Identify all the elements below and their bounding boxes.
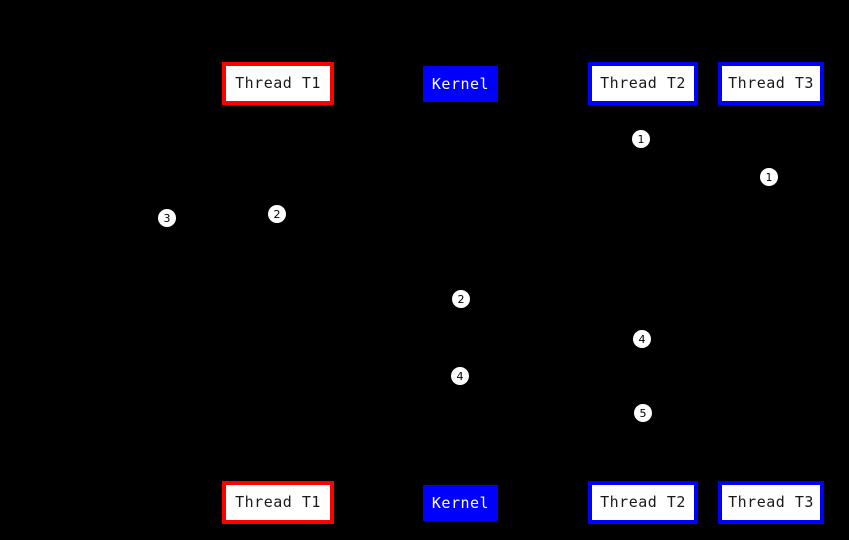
participant-label: Thread T2 xyxy=(600,74,686,92)
participant-label: Kernel xyxy=(431,74,490,93)
step-badge-1-t2: 1 xyxy=(631,129,651,149)
participant-label: Kernel xyxy=(431,493,490,512)
participant-label: Thread T3 xyxy=(728,74,814,92)
participant-top-t3[interactable]: Thread T3 xyxy=(718,62,824,105)
lifeline-t3 xyxy=(771,105,772,481)
step-badge-1-t3: 1 xyxy=(759,167,779,187)
participant-label: Thread T3 xyxy=(728,493,814,511)
lifeline-t1 xyxy=(278,105,279,481)
lifeline-t2 xyxy=(643,105,644,481)
participant-bottom-t3[interactable]: Thread T3 xyxy=(718,481,824,524)
participant-top-t1[interactable]: Thread T1 xyxy=(222,62,334,105)
participant-label: Thread T1 xyxy=(235,74,321,92)
participant-label: Thread T2 xyxy=(600,493,686,511)
participant-top-kernel[interactable]: Kernel xyxy=(423,66,498,102)
step-badge-3-t1: 3 xyxy=(157,208,177,228)
step-badge-4-t2: 4 xyxy=(632,329,652,349)
participant-bottom-t1[interactable]: Thread T1 xyxy=(222,481,334,524)
participant-label: Thread T1 xyxy=(235,493,321,511)
participant-bottom-kernel[interactable]: Kernel xyxy=(423,485,498,521)
step-badge-5-t2: 5 xyxy=(633,403,653,423)
participant-top-t2[interactable]: Thread T2 xyxy=(588,62,698,105)
step-badge-4-kernel: 4 xyxy=(450,366,470,386)
step-badge-2-t1: 2 xyxy=(267,204,287,224)
participant-bottom-t2[interactable]: Thread T2 xyxy=(588,481,698,524)
step-badge-2-kernel: 2 xyxy=(451,289,471,309)
